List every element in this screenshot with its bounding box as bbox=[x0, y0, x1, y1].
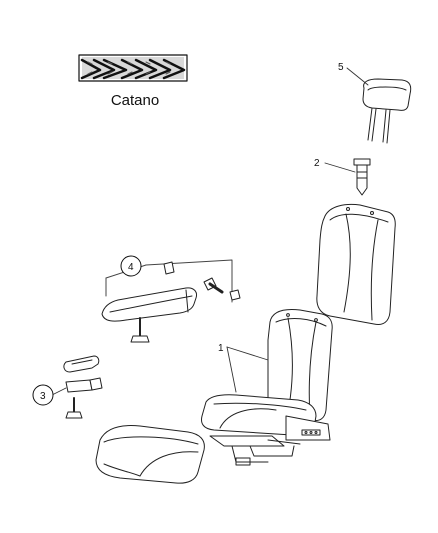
fabric-swatch-label: Catano bbox=[110, 92, 160, 109]
callout-3-circle bbox=[32, 384, 54, 406]
fabric-swatch bbox=[78, 54, 188, 82]
callout-2: 2 bbox=[314, 158, 320, 169]
seat-back-cover bbox=[316, 203, 396, 325]
bracket-group bbox=[63, 355, 103, 419]
callout-1: 1 bbox=[218, 343, 224, 354]
callout-3: 3 bbox=[40, 391, 46, 402]
callout-4: 4 bbox=[128, 262, 134, 273]
headrest-guide bbox=[353, 158, 371, 196]
seat-cushion bbox=[95, 425, 205, 484]
headrest bbox=[362, 78, 412, 144]
seat-assembly bbox=[201, 309, 333, 466]
leader-lines bbox=[51, 67, 369, 396]
callout-5: 5 bbox=[338, 62, 344, 73]
callout-4-circle bbox=[120, 255, 142, 277]
